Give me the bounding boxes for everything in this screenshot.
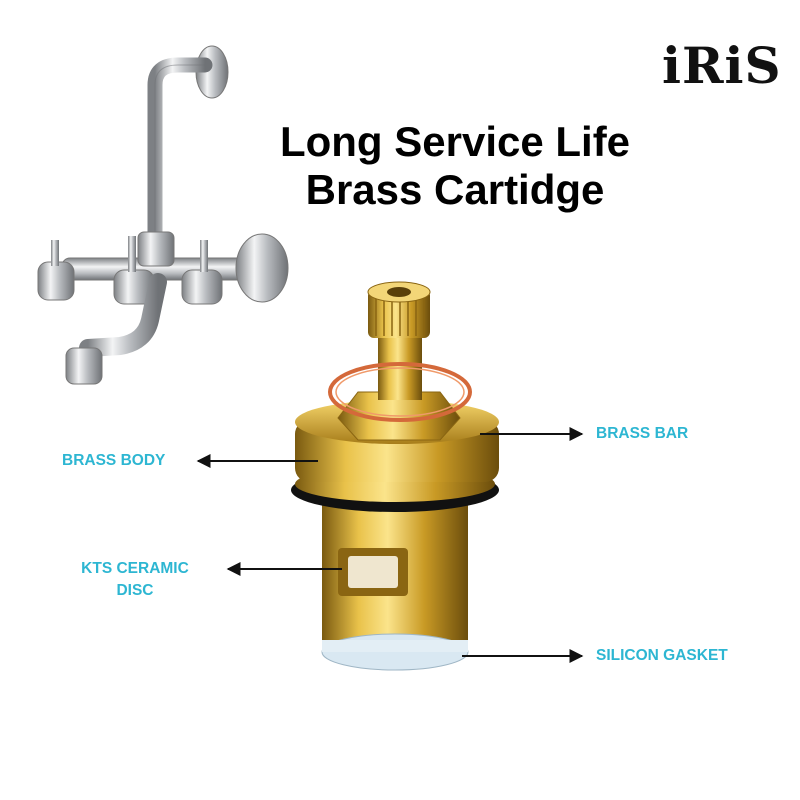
brand-logo: iRiS: [662, 36, 782, 95]
page-title: Long Service Life Brass Cartidge: [200, 118, 710, 214]
label-ceramic-disc-line1: KTS CERAMIC: [81, 560, 189, 577]
cartridge-image: [291, 281, 499, 671]
label-ceramic-disc: KTS CERAMIC DISC: [70, 558, 200, 602]
label-ceramic-disc-line2: DISC: [116, 582, 154, 599]
faucet-image: [37, 45, 289, 385]
title-line-1: Long Service Life: [279, 118, 631, 165]
title-line-2: Brass Cartidge: [305, 166, 605, 213]
label-brass-body: BRASS BODY: [62, 452, 166, 469]
label-brass-bar: BRASS BAR: [596, 425, 689, 442]
label-silicon-gasket: SILICON GASKET: [596, 647, 728, 664]
